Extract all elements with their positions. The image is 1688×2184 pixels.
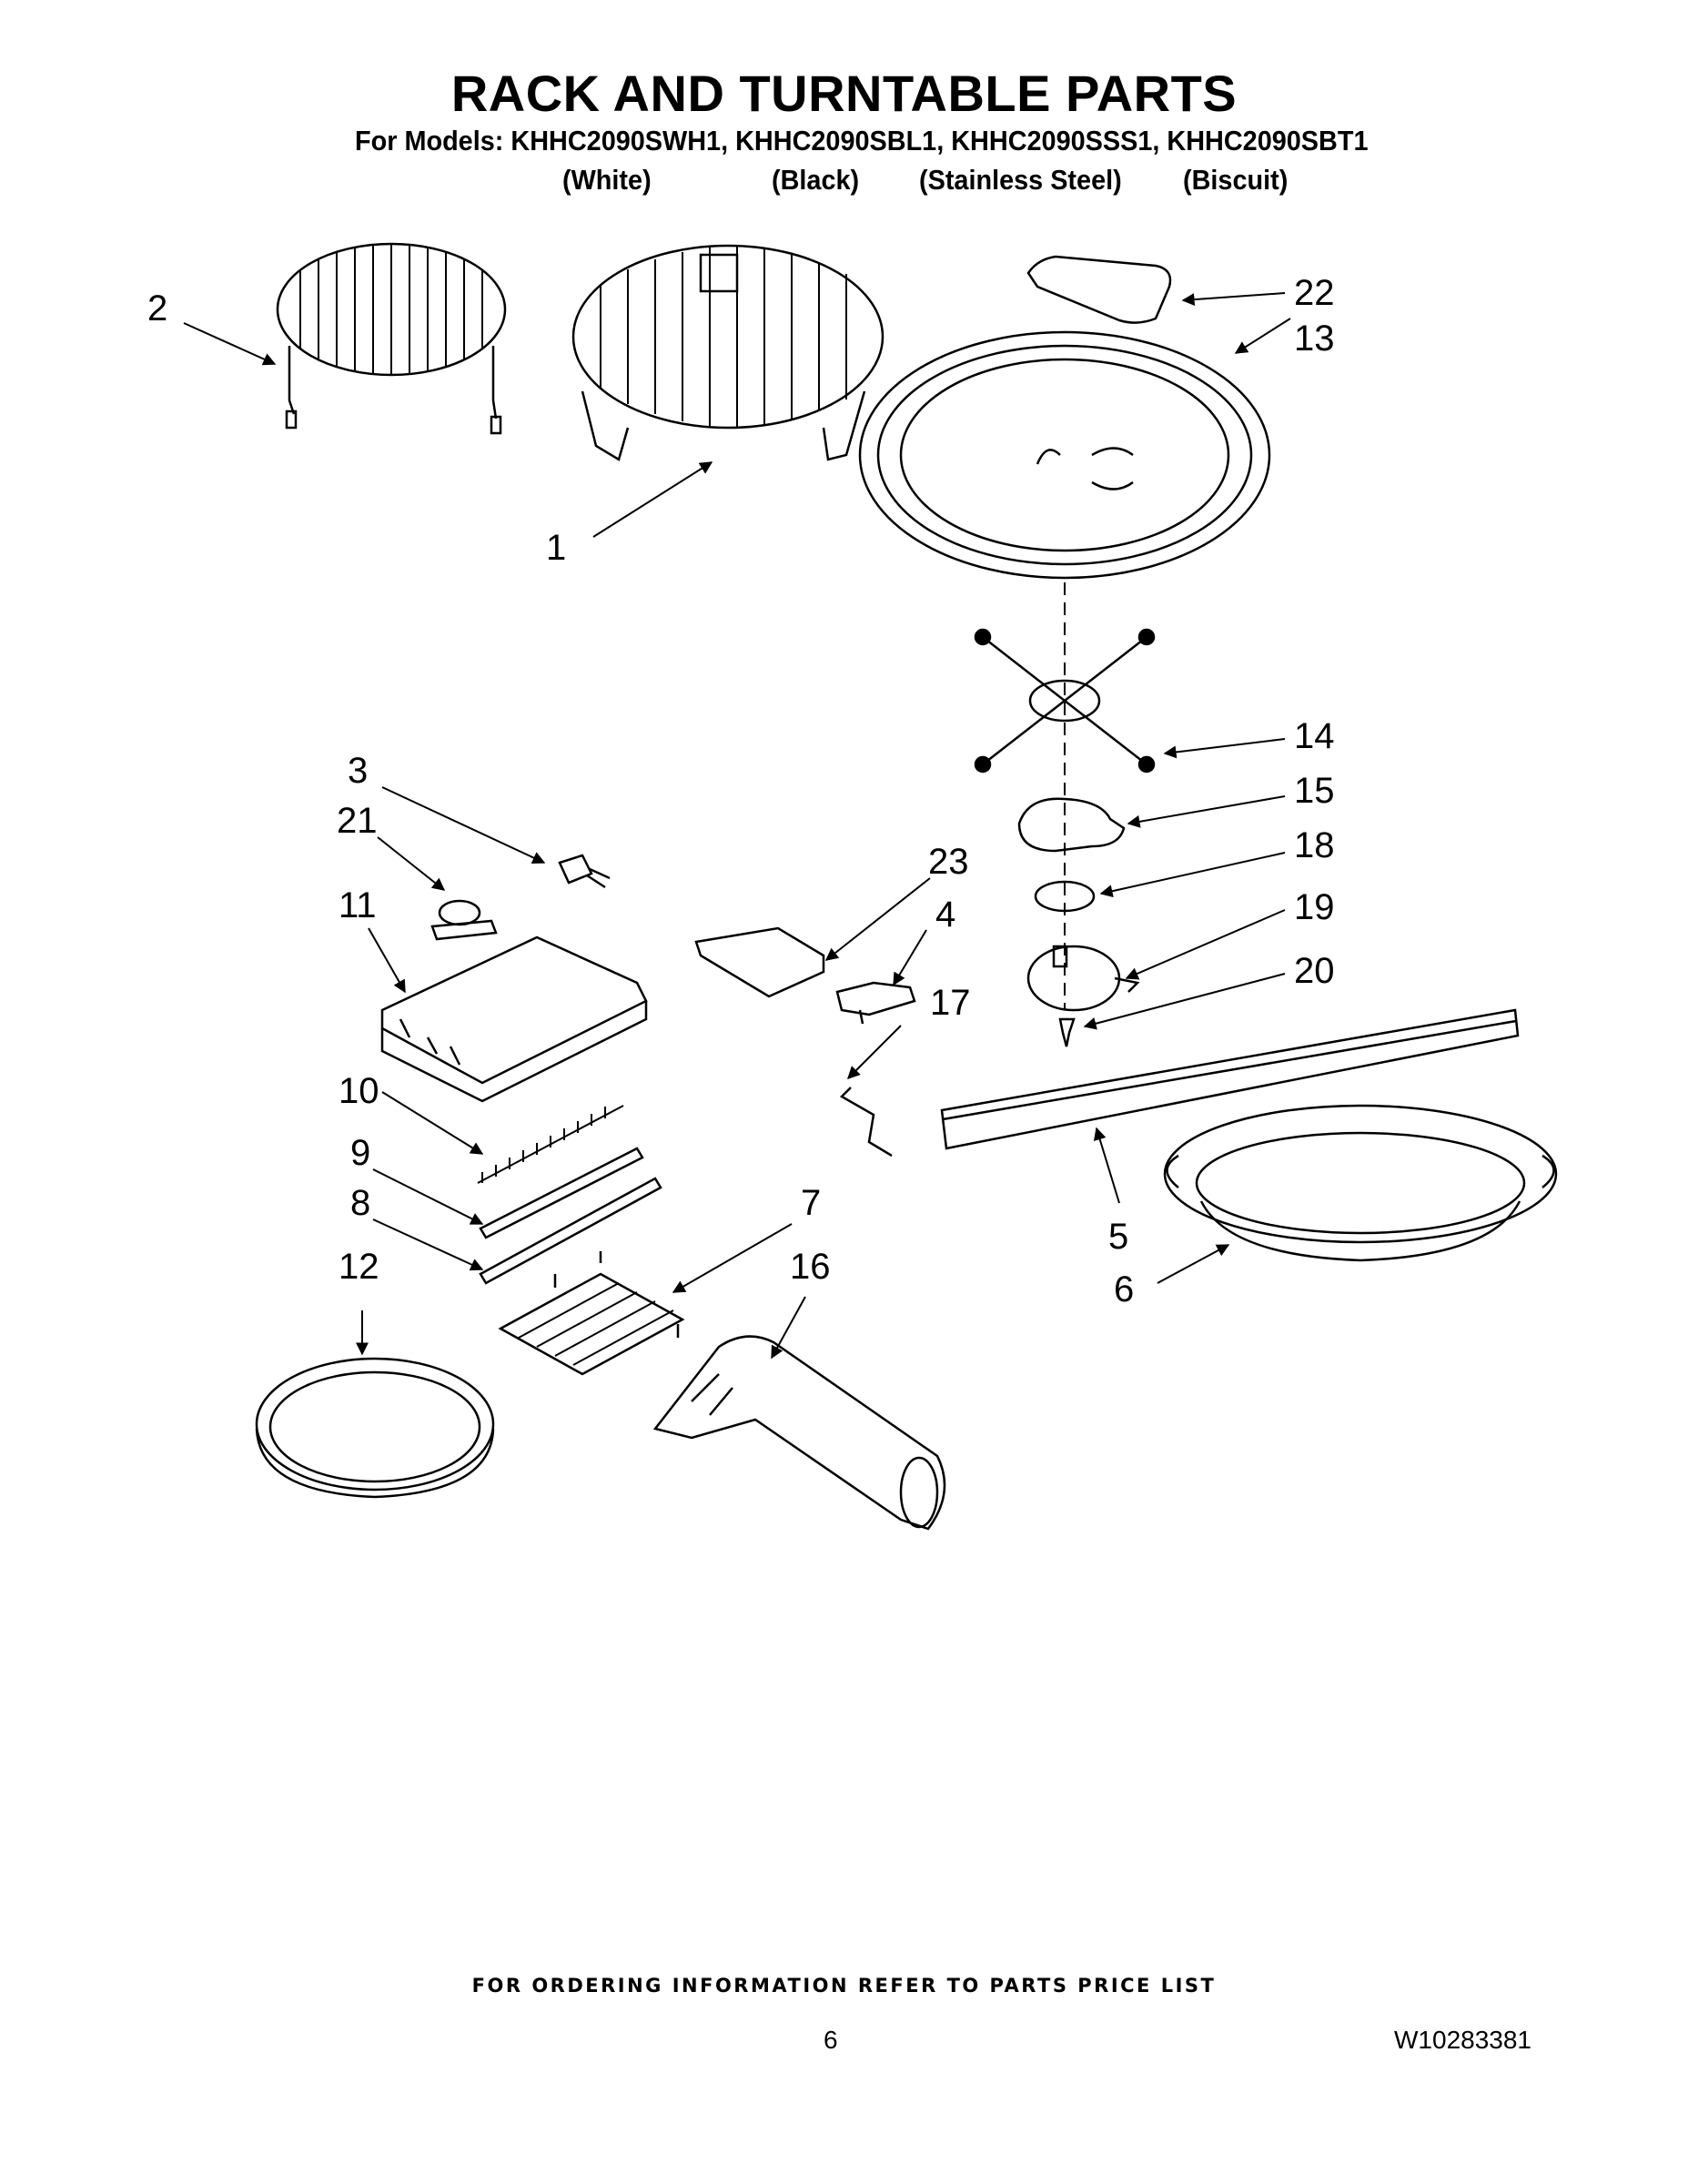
part-15-coupler [1017,797,1126,853]
part-1-high-rack [571,244,884,461]
callout-19: 19 [1294,887,1335,927]
part-13-turntable-tray [858,330,1271,580]
part-16-handle [652,1335,946,1531]
callout-5: 5 [1108,1217,1128,1257]
models-line: For Models: KHHC2090SWH1, KHHC2090SBL1, … [355,125,1369,157]
part-4-latch [835,981,916,1025]
callout-18: 18 [1294,825,1335,865]
callout-14: 14 [1294,716,1335,756]
part-21-thermostat [430,899,498,941]
page-number: 6 [824,2026,838,2054]
callout-6: 6 [1114,1269,1134,1309]
part-6-oval-dish [1163,1104,1558,1262]
part-17-bracket [839,1087,893,1158]
callout-23: 23 [928,842,969,882]
part-22-cover [1026,255,1172,324]
callout-7: 7 [801,1183,821,1223]
part-10-element-shield [477,1105,624,1184]
part-8-heating-element [479,1177,662,1285]
part-14-roller-support [974,628,1156,774]
callout-3: 3 [348,751,368,791]
callout-4: 4 [935,895,955,935]
callout-1: 1 [546,528,566,568]
part-20-screw [1058,1017,1076,1047]
part-9-heating-element [479,1147,644,1239]
callout-22: 22 [1294,273,1335,313]
callout-20: 20 [1294,951,1335,991]
color-stainless-label: (Stainless Steel) [919,164,1122,196]
callout-2: 2 [147,288,167,329]
callout-17: 17 [930,983,971,1023]
part-11-heater-cover [380,935,648,1103]
part-5-trim-strip [940,1008,1520,1150]
part-18-washer [1034,880,1096,913]
part-7-reflector-rack [498,1251,685,1376]
part-19-motor [1026,945,1140,1012]
color-biscuit-label: (Biscuit) [1183,164,1289,196]
callout-16: 16 [790,1247,831,1287]
callout-9: 9 [350,1133,370,1173]
callout-21: 21 [337,801,378,841]
page-title: RACK AND TURNTABLE PARTS [450,65,1238,122]
callout-11: 11 [339,885,377,925]
leader-arrows [183,292,1291,1360]
callout-13: 13 [1294,318,1335,359]
callout-12: 12 [339,1247,379,1287]
callout-labels: 1 2 3 4 5 6 7 8 9 10 11 12 13 14 15 16 1… [147,273,1335,1309]
part-2-low-rack [276,242,507,435]
part-12-drip-pan [255,1357,495,1499]
color-black-label: (Black) [772,164,860,196]
ordering-note: FOR ORDERING INFORMATION REFER TO PARTS … [471,1975,1217,1997]
part-23-panel [694,926,825,998]
document-number: W10283381 [1394,2026,1532,2054]
callout-15: 15 [1294,771,1335,811]
callout-10: 10 [339,1071,379,1111]
part-3-connector [558,854,611,889]
color-white-label: (White) [562,164,652,196]
callout-8: 8 [350,1183,370,1223]
